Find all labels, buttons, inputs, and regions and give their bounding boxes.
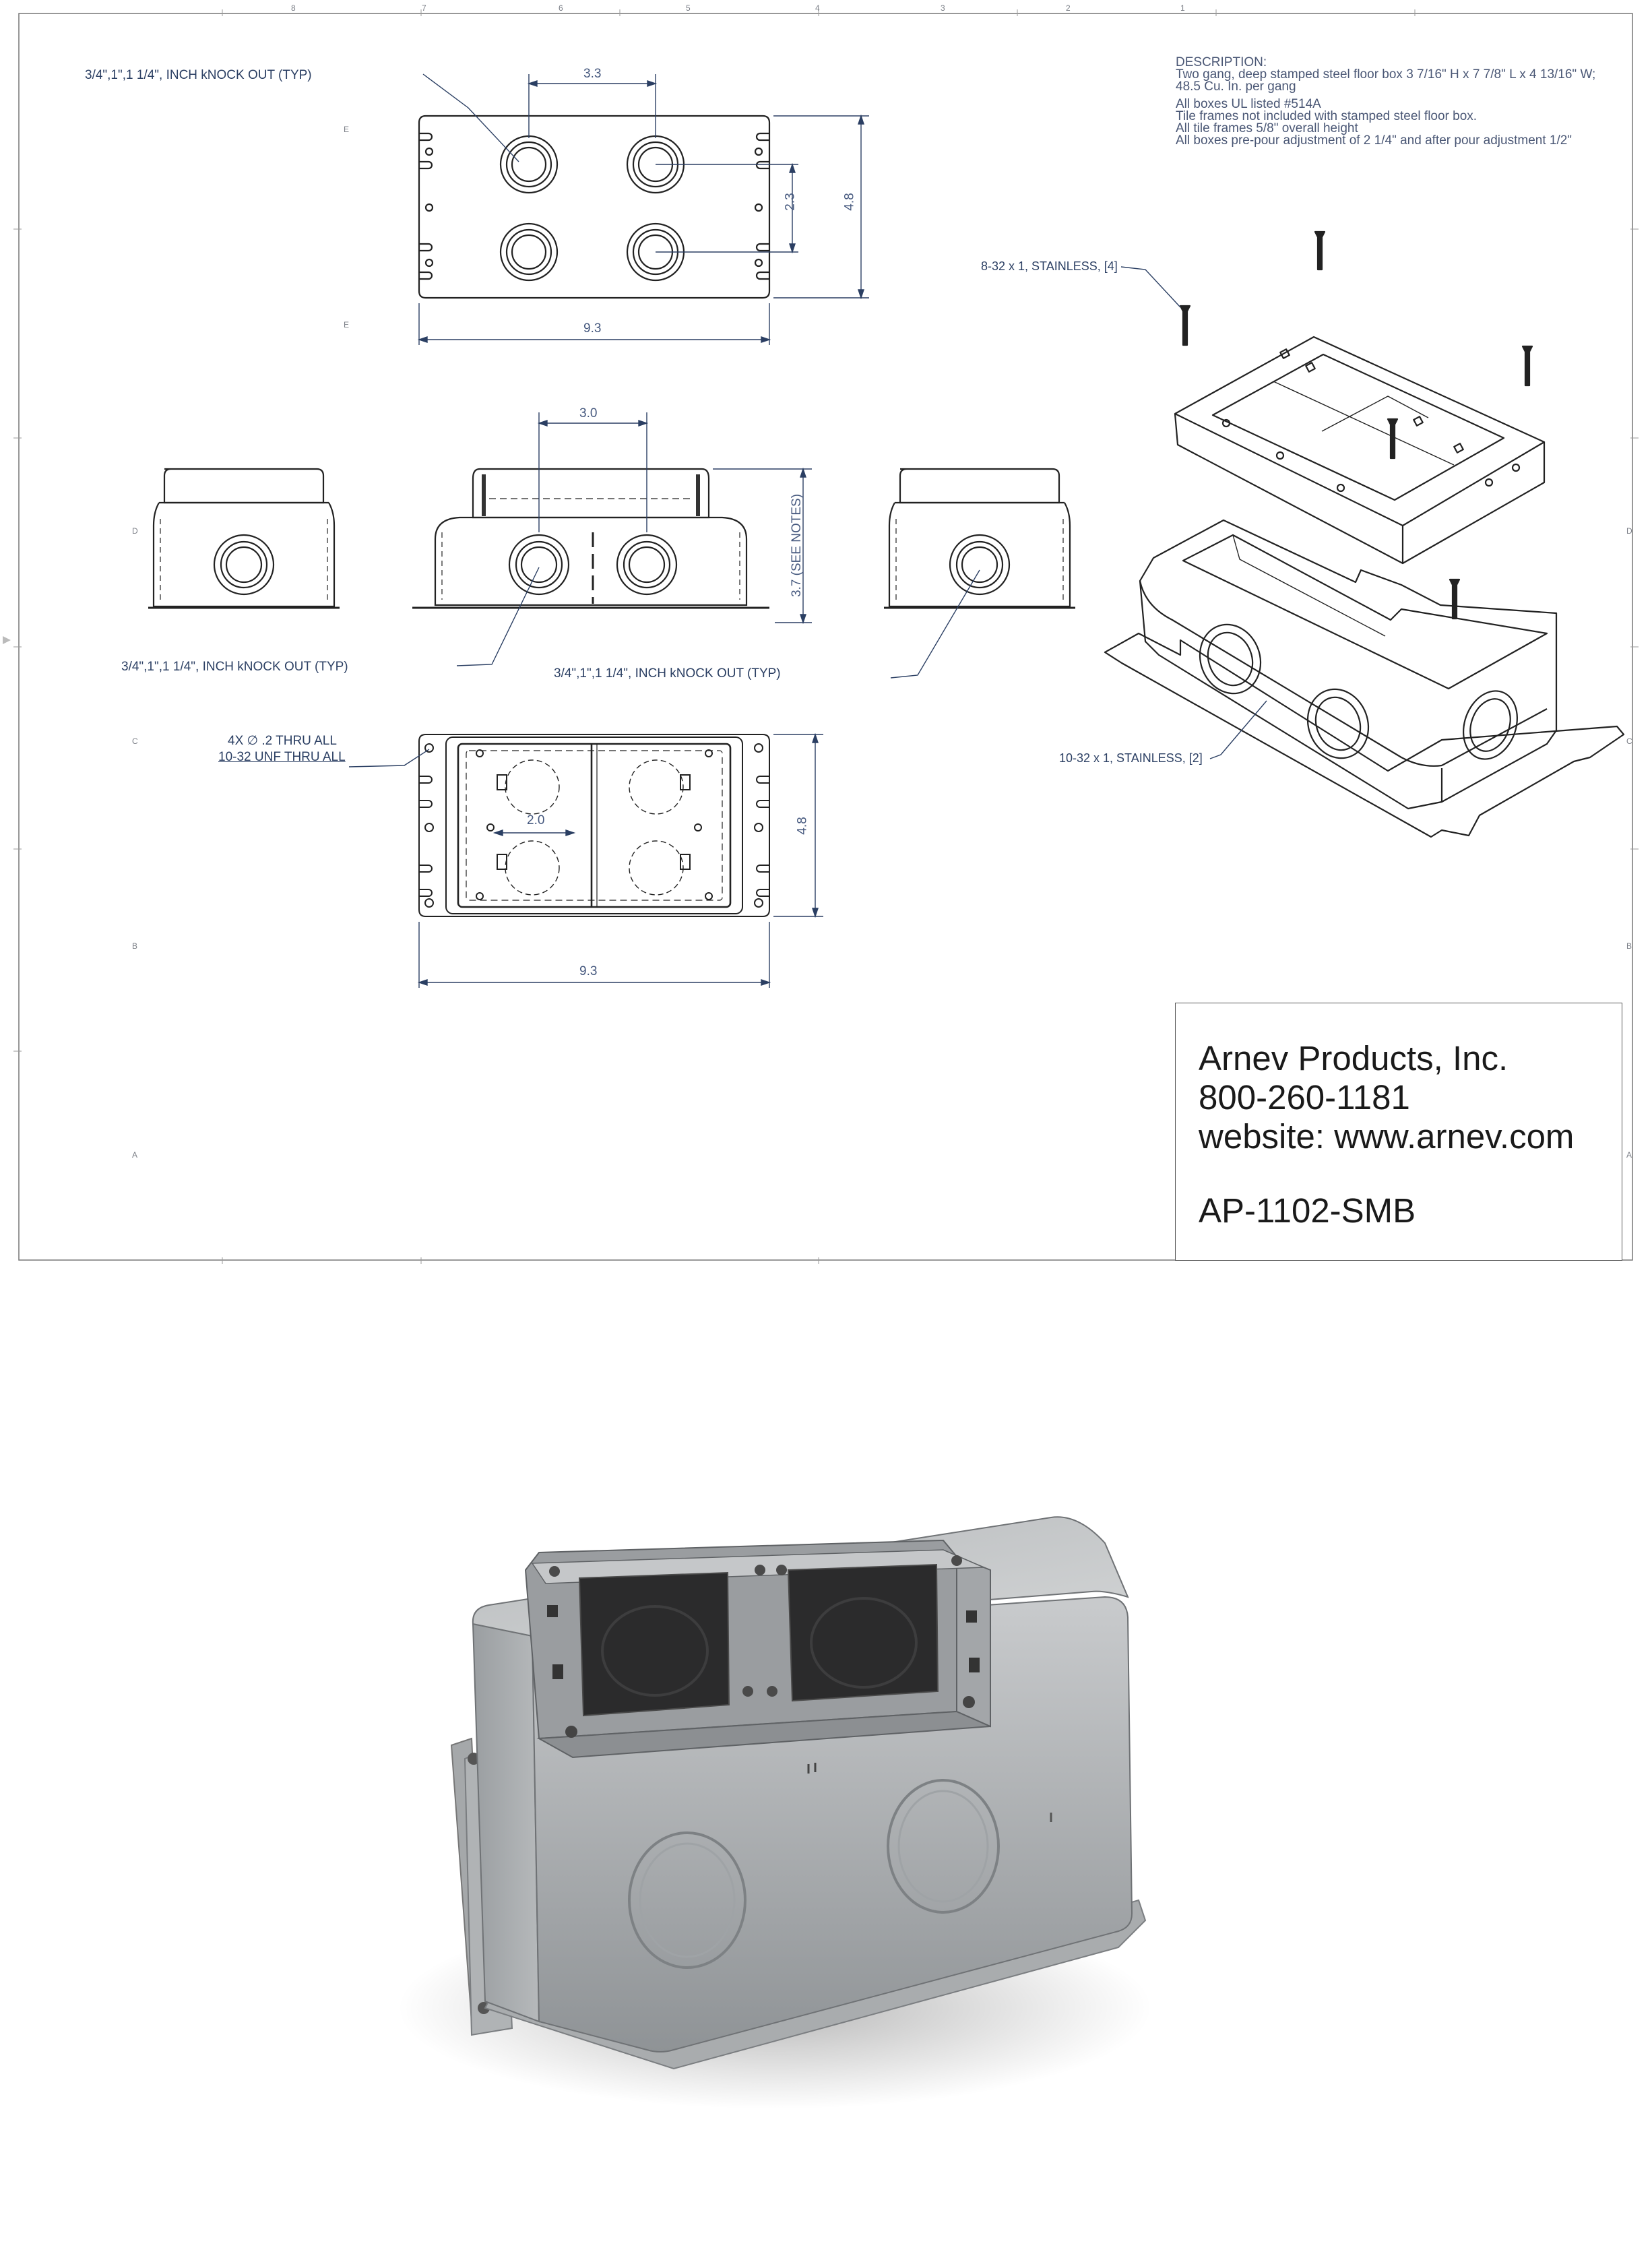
zone-row-e-2: E (344, 320, 350, 330)
top-view-dimensions (417, 73, 869, 345)
right-side-view (884, 468, 1075, 609)
description-line-4: All tile frames 5/8" overall height (1176, 121, 1358, 135)
product-photo (0, 1341, 1652, 2255)
front-view-knockout-label: 3/4",1",1 1/4", INCH kNOCK OUT (TYP) (554, 666, 781, 681)
front-view-knockout-spacing-dim: 3.0 (579, 406, 598, 420)
bottom-view (418, 734, 770, 917)
side-view-dimensions (456, 412, 980, 679)
screw-note-8-32: 8-32 x 1, STAINLESS, [4] (981, 259, 1118, 273)
zone-col-2: 2 (1066, 3, 1071, 13)
side-view-knockout-label: 3/4",1",1 1/4", INCH kNOCK OUT (TYP) (121, 660, 348, 674)
bottom-view-width-dim: 9.3 (579, 964, 598, 978)
hole-note-line-1: 4X ∅ .2 THRU ALL (228, 734, 337, 748)
technical-drawing (3, 9, 1639, 1264)
description-line-2: All boxes UL listed #514A (1176, 97, 1321, 111)
zone-row-a: A (132, 1150, 138, 1160)
description-line-5: All boxes pre-pour adjustment of 2 1/4" … (1176, 133, 1572, 148)
zone-row-d-right: D (1626, 526, 1632, 536)
zone-row-e: E (344, 125, 350, 134)
description-block: DESCRIPTION: Two gang, deep stamped stee… (1176, 55, 1607, 148)
top-view-knockout-label: 3/4",1",1 1/4", INCH kNOCK OUT (TYP) (85, 68, 312, 82)
zone-row-b: B (132, 941, 138, 951)
bottom-view-height-dim: 4.8 (795, 817, 810, 835)
top-view (418, 115, 771, 299)
top-view-width-dim: 9.3 (583, 321, 602, 336)
screw-note-10-32: 10-32 x 1, STAINLESS, [2] (1059, 751, 1203, 765)
isometric-view (1104, 230, 1625, 838)
front-view (412, 468, 769, 609)
zone-row-b-right: B (1626, 941, 1632, 951)
zone-col-7: 7 (422, 3, 426, 13)
top-view-knockout-spacing-dim: 3.3 (583, 67, 602, 81)
hole-note-line-2: 10-32 UNF THRU ALL (218, 750, 346, 764)
zone-col-4: 4 (815, 3, 820, 13)
floor-box-illustration (398, 1516, 1152, 2109)
company-website: website: www.arnev.com (1199, 1117, 1575, 1156)
description-line-3: Tile frames not included with stamped st… (1176, 109, 1478, 123)
zone-row-d: D (132, 526, 138, 536)
top-view-height-dim: 4.8 (842, 193, 857, 211)
left-side-view (148, 468, 340, 609)
bottom-view-inner-spacing-dim: 2.0 (527, 813, 545, 827)
zone-col-8: 8 (291, 3, 296, 13)
bottom-view-dimensions (348, 732, 823, 988)
description-line-1: Two gang, deep stamped steel floor box 3… (1176, 67, 1596, 94)
zone-row-a-right: A (1626, 1150, 1632, 1160)
company-name: Arnev Products, Inc. (1199, 1039, 1508, 1077)
zone-row-c-right: C (1626, 736, 1632, 746)
zone-col-6: 6 (559, 3, 563, 13)
zone-col-5: 5 (686, 3, 691, 13)
drawing-sheet: 8 7 6 5 4 3 2 1 E E D C B A D C B A 3/4"… (3, 3, 1639, 1264)
front-view-height-dim: 3.7 (SEE NOTES) (790, 493, 804, 598)
part-number: AP-1102-SMB (1199, 1191, 1416, 1230)
top-view-vertical-spacing-dim: 2.3 (783, 193, 798, 211)
zone-row-c: C (132, 736, 138, 746)
description-heading: DESCRIPTION: (1176, 55, 1267, 69)
zone-col-1: 1 (1180, 3, 1185, 13)
iso-view-leaders (1120, 266, 1267, 759)
company-phone: 800-260-1181 (1199, 1078, 1410, 1117)
title-block: Arnev Products, Inc. 800-260-1181 websit… (1175, 1003, 1622, 1261)
zone-col-3: 3 (941, 3, 945, 13)
